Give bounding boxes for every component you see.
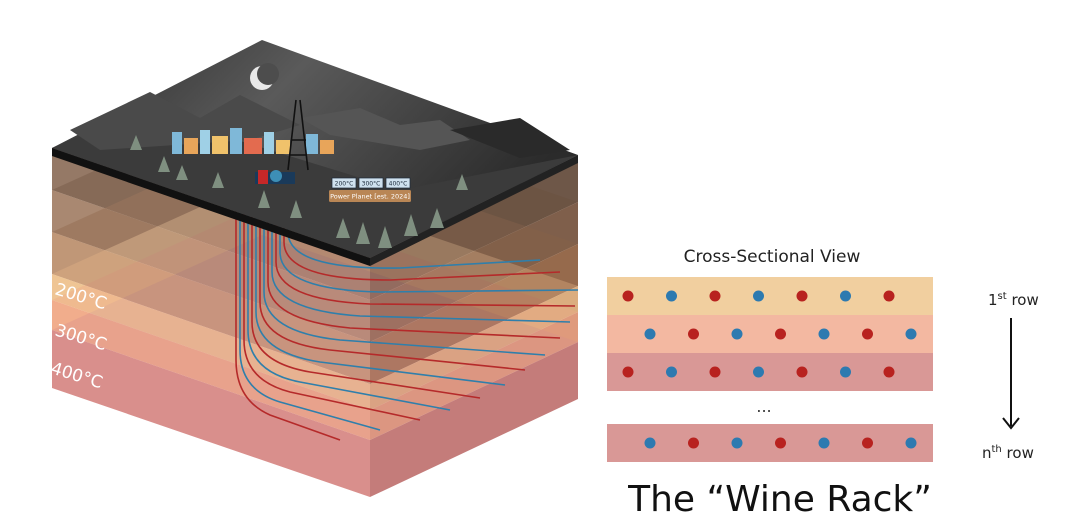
well-dot-red [688, 328, 699, 340]
well-dot-red [709, 290, 721, 302]
well-dot-red [796, 290, 808, 302]
cross-section-band [607, 424, 933, 462]
well-dot-blue [905, 437, 917, 449]
block-left-face [52, 148, 370, 497]
temperature-signs: 200°C 300°C 400°C [331, 177, 411, 189]
surface-landscape: 200°C 300°C 400°C Power Planet [est. 202… [52, 40, 578, 266]
well-dot-red [883, 290, 895, 302]
block-right-face [370, 160, 578, 497]
well-dot-blue [818, 437, 830, 449]
trees [130, 135, 468, 248]
well-dot-blue [731, 328, 743, 340]
cross-section-band [607, 277, 933, 315]
well-dot-red [775, 437, 786, 449]
sign-400: 400°C [389, 181, 408, 188]
rows-ellipsis: ... [756, 397, 771, 416]
well-dot-blue [666, 290, 677, 302]
wine-rack-caption: The “Wine Rack” [627, 479, 932, 520]
cross-section-title: Cross-Sectional View [684, 247, 861, 267]
cross-section-rows [607, 277, 933, 462]
sign-200: 200°C [335, 181, 354, 188]
well-dot-blue [644, 437, 656, 449]
well-dot-blue [840, 290, 851, 302]
well-dot-red [862, 437, 873, 449]
cross-section-band [607, 353, 933, 391]
well-dot-red [796, 366, 808, 378]
well-dot-blue [753, 366, 764, 378]
well-dot-blue [840, 366, 851, 378]
well-dot-red [775, 328, 786, 340]
well-dot-red [862, 328, 873, 340]
well-dot-red [688, 437, 699, 449]
nth-row-label: nth row [982, 444, 1034, 462]
well-dot-blue [644, 328, 656, 340]
well-dot-blue [666, 366, 677, 378]
city-buildings [172, 128, 334, 154]
well-dot-blue [731, 437, 743, 449]
well-dot-red [622, 290, 634, 302]
sign-300: 300°C [362, 181, 381, 188]
first-row-label: 1st row [988, 291, 1039, 309]
temperature-labels: 200°C 300°C 400°C [49, 280, 109, 394]
well-dot-red [709, 366, 721, 378]
well-dot-blue [905, 328, 917, 340]
power-plant-sign: Power Planet [est. 2024] [329, 190, 411, 202]
drilling-rig-icon [287, 99, 309, 171]
power-plant-label: Power Planet [est. 2024] [330, 193, 410, 201]
well-dot-red [622, 366, 634, 378]
well-dot-red [883, 366, 895, 378]
down-arrow-icon [1002, 318, 1020, 430]
well-dot-blue [753, 290, 764, 302]
cross-section-band [607, 315, 933, 353]
well-dot-blue [818, 328, 830, 340]
cross-section-panel: Cross-Sectional View ... 1st row nth row [607, 247, 1039, 462]
